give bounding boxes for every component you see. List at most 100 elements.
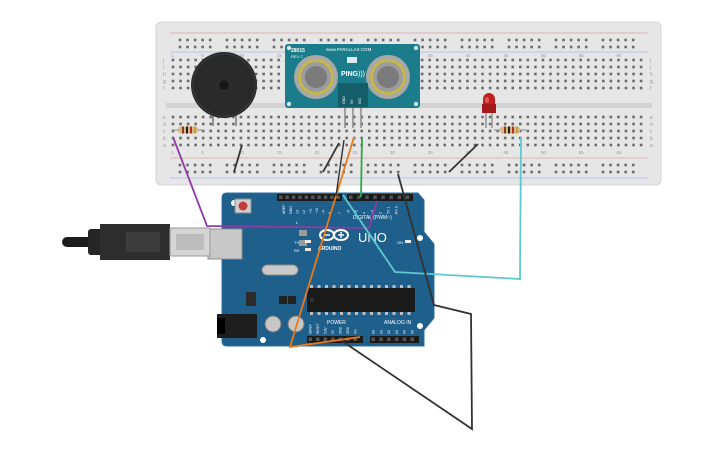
column-number: 45 — [503, 53, 509, 58]
digital-pin-label: ~11 — [309, 208, 313, 214]
power-pin-label: 3.3V — [324, 327, 328, 334]
tx-label: TX — [294, 240, 299, 245]
sensor-rev: REV C — [291, 54, 303, 59]
aref-label: AREF — [282, 205, 286, 214]
sensor-waves: ))) — [358, 71, 365, 78]
digital-pin-label: TX 1 — [387, 207, 391, 214]
piezo-buzzer[interactable] — [191, 52, 257, 126]
reset-button[interactable] — [234, 198, 252, 214]
row-letter: d — [650, 122, 653, 128]
power-pin-label: GND — [346, 326, 350, 334]
row-letter: i — [650, 65, 651, 71]
ultrasonic-sensor[interactable]: 28015 REV C www.PARALLAX.COM PING ))) GN… — [285, 44, 420, 128]
digital-pin-label: 7 — [338, 212, 342, 214]
row-letter: g — [650, 79, 653, 85]
digital-pin-label: ~9 — [322, 210, 326, 214]
column-number: 10 — [239, 53, 245, 58]
digital-gnd-label: GND — [289, 206, 293, 214]
wire-purple[interactable] — [172, 136, 378, 229]
column-number: 60 — [616, 53, 622, 58]
row-letter: d — [163, 122, 166, 128]
arduino-uno[interactable]: TX RX L ARDUINO UNO ON AREF — [207, 192, 435, 347]
row-letter: j — [649, 58, 651, 64]
l-label: L — [296, 220, 299, 225]
column-number: 35 — [428, 53, 434, 58]
wires — [172, 136, 522, 431]
wire-black-sensor[interactable] — [322, 142, 340, 173]
on-label: ON — [397, 240, 403, 245]
sensor-pin-sig: SIG — [358, 98, 362, 104]
microcontroller-chip — [307, 285, 415, 315]
digital-pin-label: ~3 — [371, 210, 375, 214]
digital-pin-label: ~10 — [315, 208, 319, 214]
row-letter: h — [650, 72, 653, 78]
column-number: 5 — [201, 150, 204, 155]
analog-pin-label: A5 — [411, 330, 415, 334]
resistor-left[interactable] — [172, 126, 204, 134]
row-letter: c — [650, 129, 653, 135]
column-number: 10 — [239, 150, 245, 155]
column-number: 30 — [390, 150, 396, 155]
column-number: 1 — [171, 150, 174, 155]
breadboard-holes — [171, 38, 643, 174]
row-letter: j — [162, 58, 164, 64]
power-pin-label: Vin — [354, 329, 358, 334]
wire-black-sensor-gnd[interactable] — [335, 139, 345, 197]
sensor-model: 28015 — [291, 48, 305, 54]
sensor-pin-5v: 5V — [350, 99, 354, 104]
digital-header[interactable] — [277, 194, 413, 201]
sensor-chip — [347, 57, 357, 63]
row-letter: g — [163, 79, 166, 85]
analog-header-label: ANALOG IN — [384, 320, 412, 326]
digital-pin-label: RX 0 — [395, 206, 399, 214]
arduino-logo-text: ARDUINO — [318, 246, 341, 252]
column-number: 55 — [579, 150, 585, 155]
column-number: 40 — [465, 53, 471, 58]
analog-pin-label: A2 — [387, 330, 391, 334]
column-number: 35 — [428, 150, 434, 155]
analog-header[interactable] — [370, 336, 419, 343]
column-number: 20 — [314, 150, 320, 155]
power-pin-label: RESET — [316, 323, 320, 334]
analog-pin-label: A4 — [403, 330, 407, 334]
row-letter: e — [650, 115, 653, 121]
power-pin-label: 5V — [331, 329, 335, 334]
power-pin-label: IOREF — [309, 324, 313, 334]
usb-port — [207, 228, 243, 260]
column-number: 1 — [171, 53, 174, 58]
sensor-name: PING — [341, 71, 359, 78]
row-letter: f — [650, 86, 652, 92]
wire-black-led[interactable] — [448, 143, 479, 173]
column-number: 50 — [541, 53, 547, 58]
digital-pin-label: ~6 — [347, 210, 351, 214]
sensor-brand: www.PARALLAX.COM — [326, 47, 372, 52]
rx-label: RX — [294, 248, 300, 253]
wire-green[interactable] — [360, 136, 363, 198]
wire-black-buzzer[interactable] — [233, 144, 243, 173]
usb-cable[interactable] — [62, 224, 211, 260]
column-number: 60 — [616, 150, 622, 155]
column-number: 5 — [201, 53, 204, 58]
power-header-label: POWER — [327, 320, 346, 326]
digital-pin-label: 2 — [379, 212, 383, 214]
arduino-logo — [319, 229, 349, 241]
column-number: 45 — [503, 150, 509, 155]
row-letter: f — [163, 86, 165, 92]
resistor-right[interactable] — [494, 126, 526, 134]
power-pin-label: GND — [339, 326, 343, 334]
row-letter: b — [163, 136, 166, 142]
red-led[interactable] — [482, 93, 496, 128]
wire-black-ground[interactable] — [341, 173, 473, 431]
wire-orange[interactable] — [288, 136, 361, 349]
row-letter: e — [163, 115, 166, 121]
digital-pin-label: ~5 — [355, 210, 359, 214]
digital-pin-label: 4 — [363, 212, 367, 214]
row-letter: i — [163, 65, 164, 71]
row-letter: h — [163, 72, 166, 78]
column-number: 50 — [541, 150, 547, 155]
wire-teal[interactable] — [342, 136, 522, 280]
